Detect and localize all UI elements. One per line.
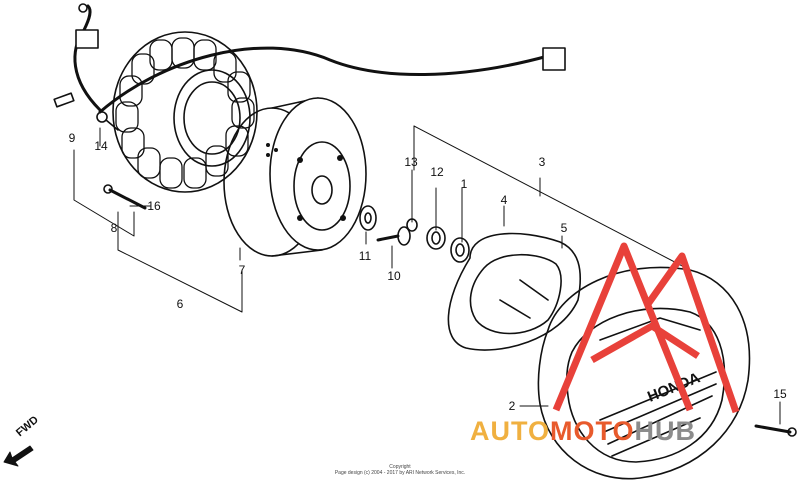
oil-seal-1 xyxy=(450,237,470,263)
callout-5: 5 xyxy=(560,221,568,235)
copyright-line-1: Copyright xyxy=(389,464,411,470)
callout-7: 7 xyxy=(238,263,246,277)
callout-12: 12 xyxy=(430,165,444,179)
copyright-line-2: Page design (c) 2004 - 2017 by ARI Netwo… xyxy=(334,470,466,477)
watermark-logo-icon xyxy=(552,242,740,414)
copyright-notice: Copyright Page design (c) 2004 - 2017 by… xyxy=(300,464,500,477)
callout-6: 6 xyxy=(176,297,184,311)
woodruff-key xyxy=(53,92,75,108)
cover-gasket xyxy=(447,232,582,351)
callout-14: 14 xyxy=(94,139,108,153)
callout-1: 1 xyxy=(460,177,468,191)
bolt-15 xyxy=(754,424,797,437)
callout-3: 3 xyxy=(538,155,546,169)
callout-10: 10 xyxy=(387,269,401,283)
flywheel-rotor xyxy=(223,97,367,257)
callout-16: 16 xyxy=(147,199,161,213)
callout-2: 2 xyxy=(508,399,516,413)
washer-11 xyxy=(359,205,377,231)
callout-4: 4 xyxy=(500,193,508,207)
flange-bolt-10 xyxy=(376,226,411,246)
callout-11: 11 xyxy=(358,249,372,263)
watermark-part-moto: MOTO xyxy=(550,416,635,446)
fwd-arrow-icon xyxy=(3,445,34,467)
stator-coil xyxy=(112,31,258,193)
crankcase-cover xyxy=(537,266,751,480)
callout-15: 15 xyxy=(773,387,787,401)
callout-9: 9 xyxy=(68,131,76,145)
watermark-part-auto: AUTO xyxy=(470,416,551,446)
wire-harness xyxy=(73,3,566,114)
bolt-16 xyxy=(103,184,147,210)
watermark-text: AUTOMOTOHUB xyxy=(470,418,696,445)
callout-13: 13 xyxy=(404,155,418,169)
callout-8: 8 xyxy=(110,221,118,235)
screw-14 xyxy=(96,111,119,131)
watermark-part-hub: HUB xyxy=(634,416,697,446)
